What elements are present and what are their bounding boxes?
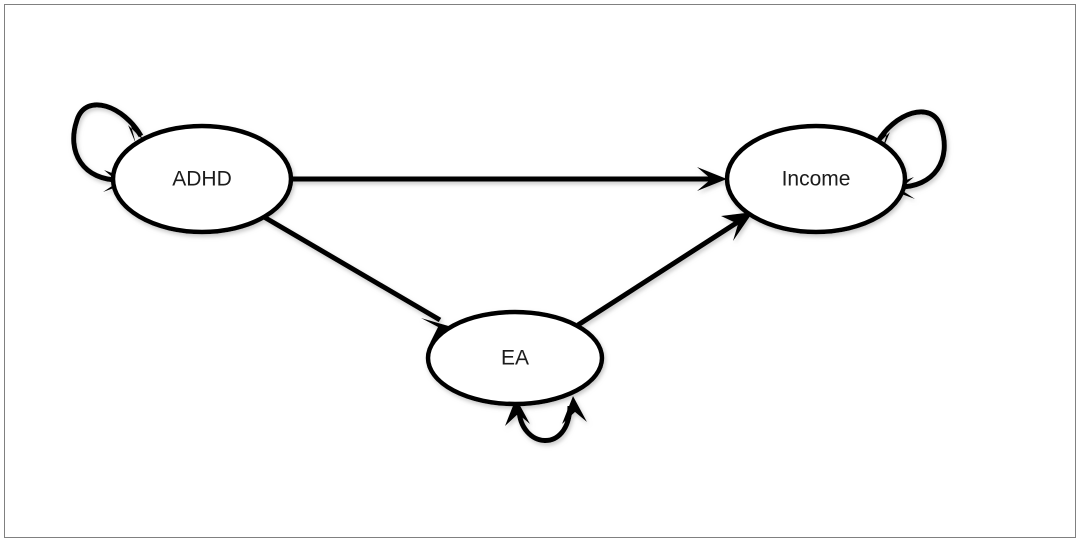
arrowhead-icon xyxy=(505,398,530,426)
diagram-frame xyxy=(4,4,1076,538)
ea-self-loop xyxy=(505,396,587,443)
edge-ea-to-income xyxy=(576,212,753,328)
node-ea[interactable]: EA xyxy=(425,309,605,407)
node-adhd[interactable]: ADHD xyxy=(110,123,294,235)
arrowhead-icon xyxy=(562,396,587,424)
node-label-ea: EA xyxy=(501,347,529,370)
node-label-adhd: ADHD xyxy=(172,168,232,191)
node-income[interactable]: Income xyxy=(724,123,908,235)
edge-adhd-to-ea xyxy=(262,214,452,343)
arrowhead-icon xyxy=(697,167,727,191)
arrowhead-icon xyxy=(421,318,452,343)
arrowhead-icon xyxy=(721,212,753,241)
edge-adhd-to-income xyxy=(292,167,727,191)
node-label-income: Income xyxy=(782,168,851,191)
